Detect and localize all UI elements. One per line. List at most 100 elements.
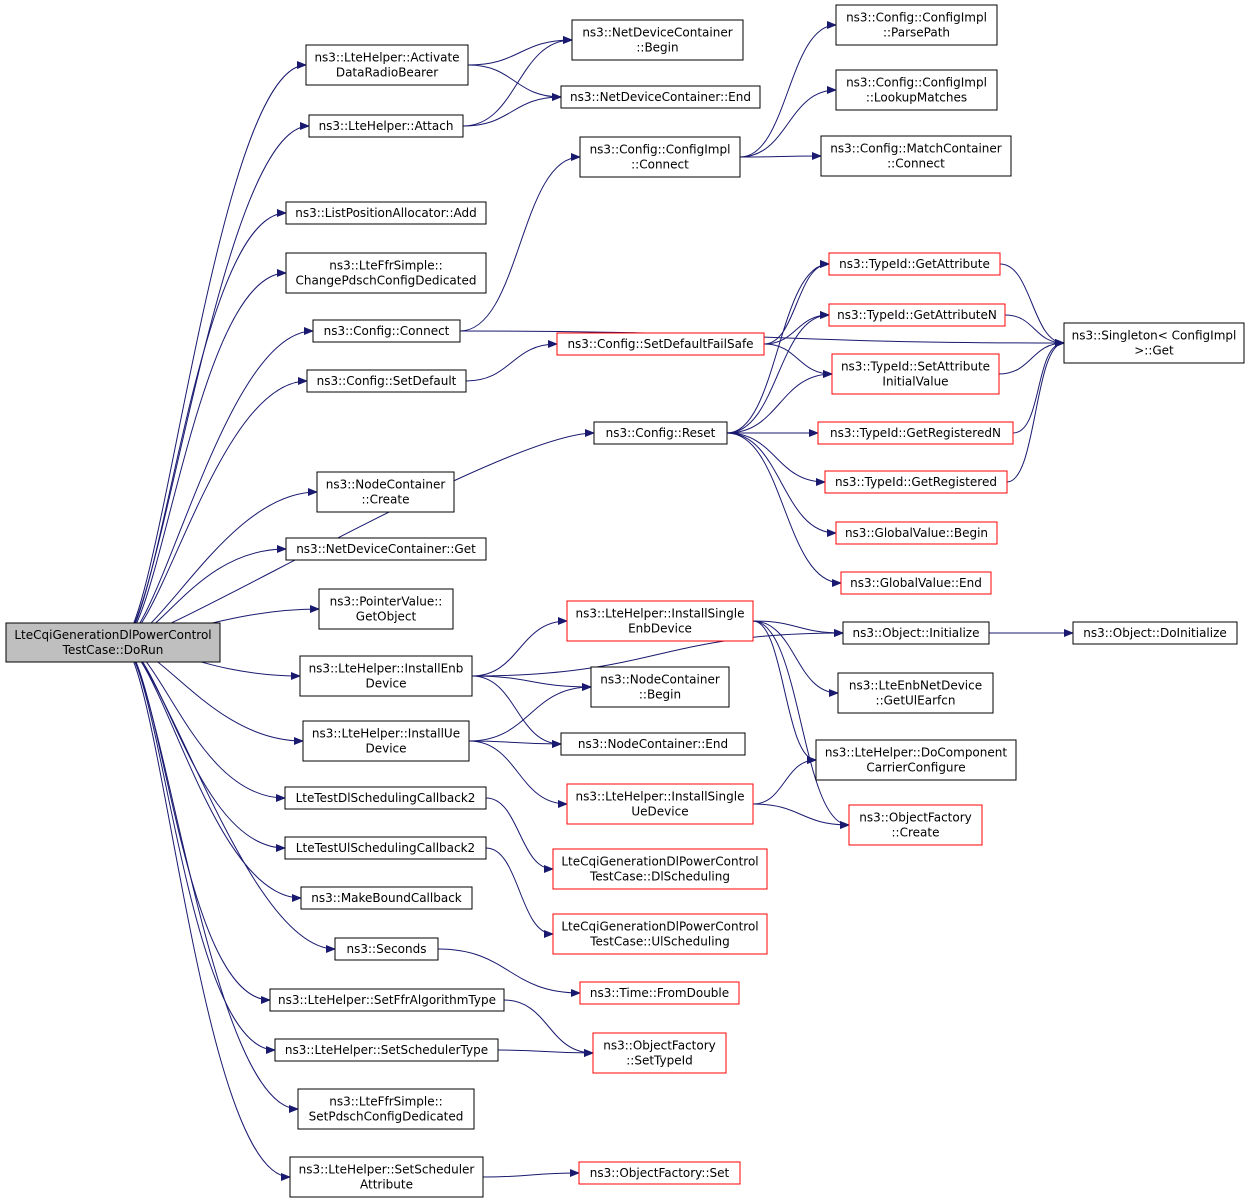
graph-node-doinit[interactable]: ns3::Object::DoInitialize [1072,621,1238,645]
node-label-line: SetPdschConfigDedicated [309,1110,464,1124]
node-label-line: ns3::Config::SetDefaultFailSafe [567,337,753,351]
graph-node-singleton[interactable]: ns3::Singleton< ConfigImpl >::Get [1063,322,1245,364]
node-box [590,666,730,708]
edge-cfgreset-to-setattrinit [726,370,833,434]
graph-node-ofset[interactable]: ns3::ObjectFactory::Set [578,1161,741,1185]
node-box [1072,621,1238,645]
node-label-line: LteTestUlSchedulingCallback2 [296,841,475,855]
edge-root-to-activate [119,61,307,643]
graph-node-ncbegin[interactable]: ns3::NodeContainer::Begin [590,666,730,708]
graph-node-cfgconnect[interactable]: ns3::Config::Connect [312,319,461,343]
edge-setdefaultfs-to-setattrinit [763,343,833,378]
node-label-line: DataRadioBearer [336,66,438,80]
graph-node-seconds[interactable]: ns3::Seconds [334,937,439,961]
node-label-line: ns3::ObjectFactory [603,1039,716,1053]
edge-root-to-cfgconnect [119,327,314,643]
node-box [840,571,992,595]
graph-node-gvend[interactable]: ns3::GlobalValue::End [840,571,992,595]
edge-cfgreset-to-getattrn [726,311,830,434]
node-box [560,85,761,109]
graph-node-lookup[interactable]: ns3::Config::ConfigImpl::LookupMatches [835,69,998,111]
node-label-line: ns3::LteHelper::SetFfrAlgorithmType [278,993,496,1007]
graph-node-attach[interactable]: ns3::LteHelper::Attach [308,114,464,138]
graph-node-dlsched[interactable]: LteCqiGenerationDlPowerControlTestCase::… [552,848,768,890]
graph-node-ptrget[interactable]: ns3::PointerValue::GetObject [318,588,454,630]
node-label-line: ::LookupMatches [866,91,967,105]
graph-node-cfgreset[interactable]: ns3::Config::Reset [593,421,728,445]
edge-setdefaultfs-to-getattrn [763,311,830,345]
graph-node-ofcreate[interactable]: ns3::ObjectFactory::Create [848,804,983,846]
graph-node-getattrn[interactable]: ns3::TypeId::GetAttributeN [828,303,1006,327]
graph-node-getregn[interactable]: ns3::TypeId::GetRegisteredN [817,421,1014,445]
graph-node-objinit[interactable]: ns3::Object::Initialize [842,621,990,645]
node-box [552,848,768,890]
graph-node-nccreate[interactable]: ns3::NodeContainer::Create [316,471,455,513]
edge-installsingleenb-to-ofcreate [752,620,850,829]
graph-node-ofsettypeid[interactable]: ns3::ObjectFactory::SetTypeId [592,1032,727,1074]
graph-node-setdefaultfs[interactable]: ns3::Config::SetDefaultFailSafe [556,332,765,356]
node-label-line: Device [365,677,406,691]
graph-node-docc[interactable]: ns3::LteHelper::DoComponentCarrierConfig… [815,739,1017,781]
graph-node-ffrsetpdsch[interactable]: ns3::LteFfrSimple::SetPdschConfigDedicat… [297,1088,475,1130]
graph-node-getattr[interactable]: ns3::TypeId::GetAttribute [828,252,1001,276]
node-label-line: LteCqiGenerationDlPowerControl [14,628,211,642]
node-label-line: ns3::NetDeviceContainer::Get [296,542,476,556]
node-label-line: CarrierConfigure [866,761,965,775]
graph-node-getreg[interactable]: ns3::TypeId::GetRegistered [824,470,1008,494]
node-label-line: Device [365,742,406,756]
node-label-line: ns3::Seconds [347,942,427,956]
node-box [592,1032,727,1074]
edge-activate-to-ndcbegin [467,36,573,66]
node-box [269,988,505,1012]
graph-node-dlcb[interactable]: LteTestDlSchedulingCallback2 [284,786,487,810]
graph-node-ulcb[interactable]: LteTestUlSchedulingCallback2 [284,836,487,860]
graph-node-ndcbegin[interactable]: ns3::NetDeviceContainer::Begin [571,19,744,61]
graph-node-setsched[interactable]: ns3::LteHelper::SetSchedulerType [274,1038,499,1062]
node-box [835,4,998,46]
graph-node-cfgsetdefault[interactable]: ns3::Config::SetDefault [306,369,467,393]
node-box [285,252,487,294]
node-box [334,937,439,961]
node-label-line: TestCase::DlScheduling [589,870,730,884]
edge-attach-to-ndcbegin [462,36,573,127]
graph-node-root[interactable]: LteCqiGenerationDlPowerControlTestCase::… [5,622,221,663]
graph-node-ffrchange[interactable]: ns3::LteFfrSimple::ChangePdschConfigDedi… [285,252,487,294]
graph-node-mkbound[interactable]: ns3::MakeBoundCallback [300,886,473,910]
node-label-line: ns3::Config::ConfigImpl [846,76,987,90]
graph-node-ncend[interactable]: ns3::NodeContainer::End [560,732,746,756]
node-label-line: ns3::Config::ConfigImpl [590,143,731,157]
node-box [1063,322,1245,364]
node-box [297,1088,475,1130]
graph-node-listpos[interactable]: ns3::ListPositionAllocator::Add [285,201,487,225]
graph-node-ulsched[interactable]: LteCqiGenerationDlPowerControlTestCase::… [552,913,768,955]
edge-cfgreset-to-getattr [726,260,830,434]
graph-node-ndcend[interactable]: ns3::NetDeviceContainer::End [560,85,761,109]
node-label-line: ns3::LteHelper::Activate [314,51,459,65]
graph-node-getulearfcn[interactable]: ns3::LteEnbNetDevice::GetUlEarfcn [837,672,994,714]
node-label-line: ns3::GlobalValue::End [850,576,982,590]
graph-node-parsepath[interactable]: ns3::Config::ConfigImpl::ParsePath [835,4,998,46]
graph-node-gvbegin[interactable]: ns3::GlobalValue::Begin [835,521,998,545]
graph-node-fromdouble[interactable]: ns3::Time::FromDouble [579,981,740,1005]
node-label-line: ::Connect [631,158,689,172]
node-label-line: ns3::Config::Reset [606,426,716,440]
graph-node-setffr[interactable]: ns3::LteHelper::SetFfrAlgorithmType [269,988,505,1012]
edge-installsingleenb-to-docc [752,620,817,764]
node-label-line: ns3::LteFfrSimple:: [329,1095,442,1109]
graph-node-ndcget[interactable]: ns3::NetDeviceContainer::Get [285,537,487,561]
node-box [300,886,473,910]
node-label-line: ::Begin [639,688,681,702]
graph-node-cfgimplconnect[interactable]: ns3::Config::ConfigImpl::Connect [579,136,741,178]
graph-node-matchconnect[interactable]: ns3::Config::MatchContainer::Connect [820,135,1012,177]
node-label-line: ns3::NodeContainer [326,478,446,492]
nodes-layer: LteCqiGenerationDlPowerControlTestCase::… [5,4,1245,1198]
node-box [835,69,998,111]
node-label-line: ns3::ObjectFactory [859,811,972,825]
